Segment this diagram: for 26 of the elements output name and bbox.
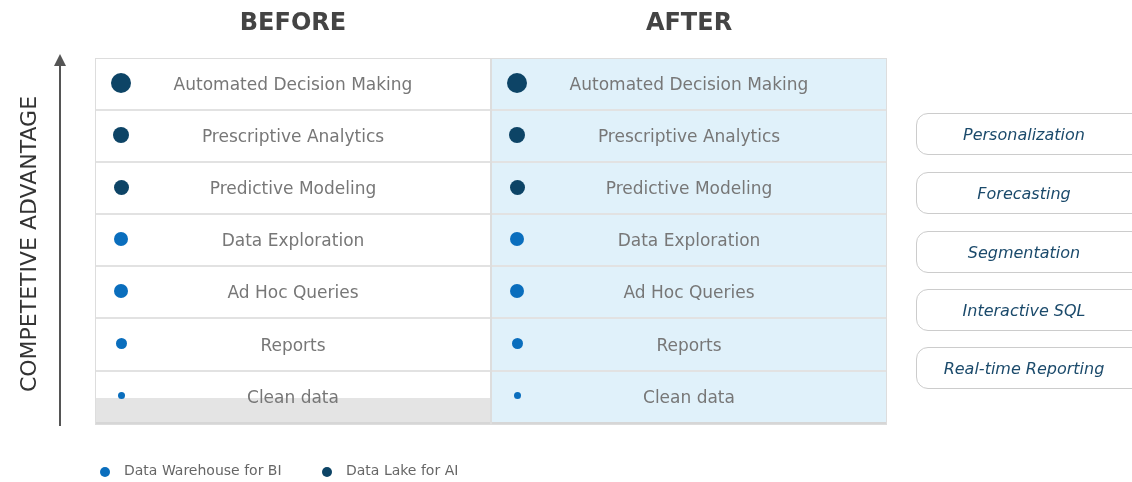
- row-label: Reports: [260, 334, 326, 355]
- column-heading: BEFORE: [238, 8, 348, 36]
- tag-label: Interactive SQL: [916, 289, 1132, 331]
- row-label: Data Exploration: [617, 230, 761, 251]
- row-label: Ad Hoc Queries: [623, 282, 755, 303]
- row-label: Prescriptive Analytics: [201, 126, 385, 147]
- row-label: Reports: [656, 334, 722, 355]
- table-column: [95, 58, 491, 425]
- axis-label: COMPETETIVE ADVANTAGE: [15, 95, 41, 393]
- column-heading: AFTER: [644, 8, 734, 36]
- row-label: Automated Decision Making: [173, 74, 413, 95]
- legend-label: Data Warehouse for BI: [124, 462, 282, 478]
- row-label: Data Exploration: [221, 230, 365, 251]
- row-label: Clean data: [643, 386, 735, 407]
- row-label: Ad Hoc Queries: [227, 282, 359, 303]
- row-label: Automated Decision Making: [569, 74, 809, 95]
- row-label: Prescriptive Analytics: [597, 126, 781, 147]
- tag-label: Real-time Reporting: [916, 347, 1132, 389]
- row-label: Predictive Modeling: [605, 178, 773, 199]
- row-label: Predictive Modeling: [209, 178, 377, 199]
- tag-label: Segmentation: [916, 231, 1132, 273]
- tag-label: Forecasting: [916, 172, 1132, 214]
- table-column: [491, 58, 887, 425]
- tag-label: Personalization: [916, 113, 1132, 155]
- legend-label: Data Lake for AI: [346, 462, 459, 478]
- row-label: Clean data: [247, 386, 339, 407]
